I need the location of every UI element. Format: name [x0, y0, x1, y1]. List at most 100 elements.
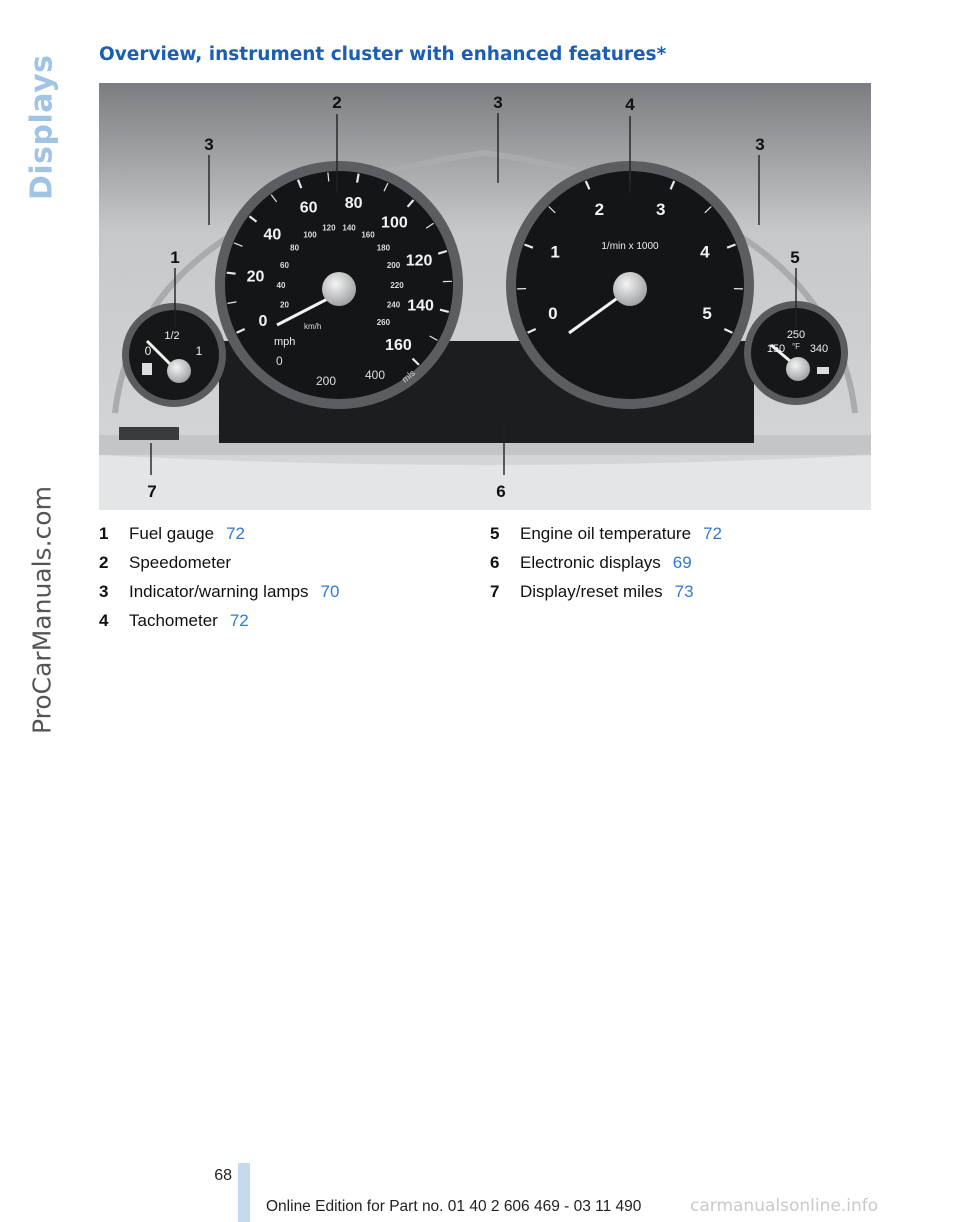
speedometer-mph-label: 100	[381, 214, 408, 231]
speedometer-mph-label: 40	[264, 227, 282, 244]
legend-number: 4	[99, 611, 109, 630]
speedometer-tick	[425, 222, 434, 229]
callout-7: 7	[147, 482, 156, 501]
legend-label: Indicator/warning lamps	[129, 582, 309, 601]
speedometer-kmh-label: 160	[361, 231, 375, 240]
oil-temperature-gauge: 150 250 340 °F	[744, 301, 848, 405]
speedometer-kmh-label: 260	[377, 318, 391, 327]
speedometer-tick	[233, 242, 243, 247]
callout-4: 4	[625, 95, 635, 114]
speedometer-mph-label: 80	[345, 195, 363, 212]
callout-2: 2	[332, 93, 341, 112]
speedometer-tick	[429, 335, 438, 341]
watermark: ProCarManuals.com	[27, 486, 57, 734]
tachometer-tick	[726, 243, 736, 249]
callout-5: 5	[790, 248, 799, 267]
tachometer-tick	[723, 328, 733, 334]
speedometer-mph-label: 60	[300, 199, 318, 216]
speedometer-kmh-label: 20	[280, 301, 289, 310]
speedometer-unit-kmh: km/h	[304, 322, 321, 331]
tachometer-label: 3	[656, 200, 665, 219]
oil-label-340: 340	[810, 343, 828, 355]
speedometer-mph-label: 0	[258, 313, 267, 330]
speedometer-mph-label: 140	[407, 298, 434, 315]
speedometer-tick	[227, 301, 237, 304]
tachometer-tick	[524, 243, 534, 249]
speedometer-tick	[411, 357, 420, 366]
speedometer-kmh-label: 100	[303, 231, 317, 240]
speedometer-tick	[437, 249, 448, 255]
range-label-0: 0	[276, 354, 283, 368]
speedometer-tick	[226, 271, 236, 275]
fuel-label-1: 1	[196, 344, 203, 358]
speedometer-tick	[406, 199, 415, 208]
tachometer-label: 2	[595, 200, 604, 219]
page-number: 68	[214, 1167, 232, 1184]
fuel-label-0: 0	[145, 344, 152, 358]
page-reference-link[interactable]: 73	[674, 582, 694, 601]
legend-left: 1 Fuel gauge 72 2 Speedometer 3 Indicator/wa…	[99, 520, 339, 636]
speedometer-tick	[296, 179, 303, 189]
legend-number: 1	[99, 524, 109, 543]
speedometer-kmh-label: 80	[290, 244, 299, 253]
tachometer-label: 0	[548, 304, 557, 323]
speedometer-tick	[383, 182, 389, 192]
callout-3-left: 3	[204, 135, 213, 154]
legend-label: Engine oil temperature	[520, 524, 692, 543]
page-reference-link[interactable]: 72	[226, 524, 245, 543]
tachometer-label: 1	[550, 243, 559, 262]
speedometer-kmh-label: 40	[277, 281, 286, 290]
tachometer-tick	[704, 206, 712, 214]
footer-accent-bar	[238, 1163, 250, 1222]
speedometer-kmh-label: 240	[387, 301, 401, 310]
legend-item: 1 Fuel gauge 72	[99, 520, 339, 549]
speedometer-kmh-label: 220	[390, 281, 404, 290]
legend-number: 6	[490, 553, 500, 572]
fuel-gauge: 0 1/2 1	[122, 303, 226, 407]
speedometer-unit-mph: mph	[274, 336, 295, 348]
speedometer-kmh-label: 180	[377, 244, 391, 253]
legend-number: 2	[99, 553, 109, 572]
tachometer-unit: 1/min x 1000	[601, 241, 659, 252]
speedometer-tick	[439, 308, 450, 313]
tachometer: 0 1 2 3 4 5 1/min x 1000	[506, 161, 754, 409]
speedometer-kmh-label: 200	[387, 261, 401, 270]
callout-1: 1	[170, 248, 179, 267]
speedometer-mph-label: 120	[406, 252, 433, 269]
range-label-200: 200	[316, 374, 336, 388]
speedometer-tick	[236, 328, 246, 334]
callout-3-center: 3	[493, 93, 502, 112]
oil-can-icon	[817, 367, 829, 374]
legend-item: 6 Electronic displays 69	[490, 549, 722, 578]
fuel-pump-icon	[142, 363, 152, 375]
page-reference-link[interactable]: 69	[672, 553, 692, 572]
fuel-label-half: 1/2	[164, 330, 179, 342]
speedometer-mph-label: 20	[247, 269, 265, 286]
site-watermark: carmanualsonline.info	[690, 1196, 879, 1216]
speedometer-tick	[248, 215, 258, 223]
page-reference-link[interactable]: 72	[229, 611, 249, 630]
legend-item: 3 Indicator/warning lamps 70	[99, 578, 339, 607]
callout-3-right: 3	[755, 135, 764, 154]
legend-number: 7	[490, 582, 500, 601]
oil-label-250: 250	[787, 329, 805, 341]
legend-label: Tachometer	[129, 611, 218, 630]
section-tab: Displays	[24, 54, 60, 200]
page-title: Overview, instrument cluster with enhanc…	[99, 44, 667, 65]
legend-number: 3	[99, 582, 109, 601]
page-reference-link[interactable]: 70	[320, 582, 340, 601]
edition-note: Online Edition for Part no. 01 40 2 606 …	[266, 1198, 642, 1215]
legend-label: Speedometer	[129, 553, 232, 572]
legend-label: Fuel gauge	[129, 524, 215, 543]
page-reference-link[interactable]: 72	[703, 524, 722, 543]
legend-label: Electronic displays	[520, 553, 661, 572]
tachometer-label: 5	[702, 304, 711, 323]
tachometer-label: 4	[700, 243, 710, 262]
speedometer-kmh-label: 60	[280, 261, 289, 270]
speedometer-tick	[327, 172, 330, 182]
